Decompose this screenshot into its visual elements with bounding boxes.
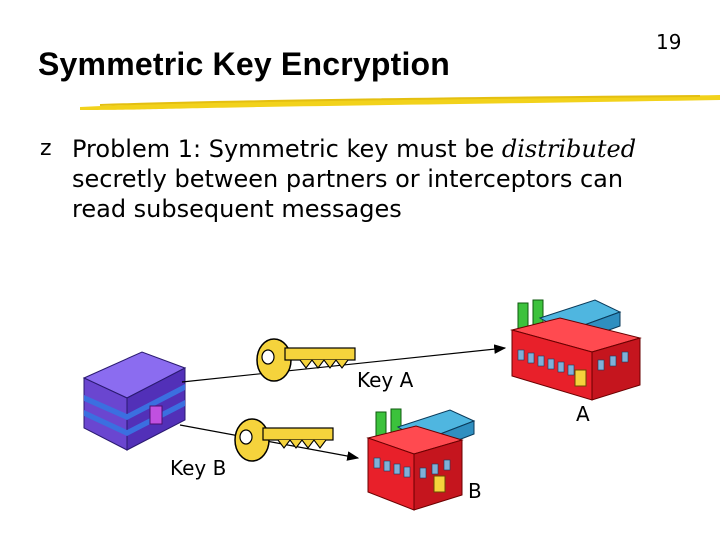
key-b-label: Key B bbox=[170, 456, 227, 480]
factory-a-icon bbox=[510, 299, 642, 401]
key-a-icon bbox=[256, 338, 356, 382]
factory-b-label: B bbox=[468, 479, 482, 503]
sender-building-icon bbox=[82, 351, 187, 451]
key-b-icon bbox=[234, 418, 334, 462]
bullet-marker-icon: z bbox=[40, 136, 52, 161]
bullet-lead: Problem 1: Symmetric key must be bbox=[72, 135, 502, 163]
key-a-label: Key A bbox=[357, 368, 414, 392]
factory-a-label: A bbox=[576, 402, 590, 426]
title-underline bbox=[80, 95, 720, 110]
slide-title: Symmetric Key Encryption bbox=[38, 46, 451, 82]
bullet-emphasis: distributed bbox=[501, 135, 637, 163]
bullet-problem-1: z Problem 1: Symmetric key must be distr… bbox=[40, 134, 680, 224]
slide-number: 19 bbox=[656, 30, 682, 54]
bullet-text: Problem 1: Symmetric key must be distrib… bbox=[72, 134, 680, 224]
factory-b-icon bbox=[366, 408, 476, 511]
bullet-rest: secretly between partners or interceptor… bbox=[72, 165, 624, 223]
